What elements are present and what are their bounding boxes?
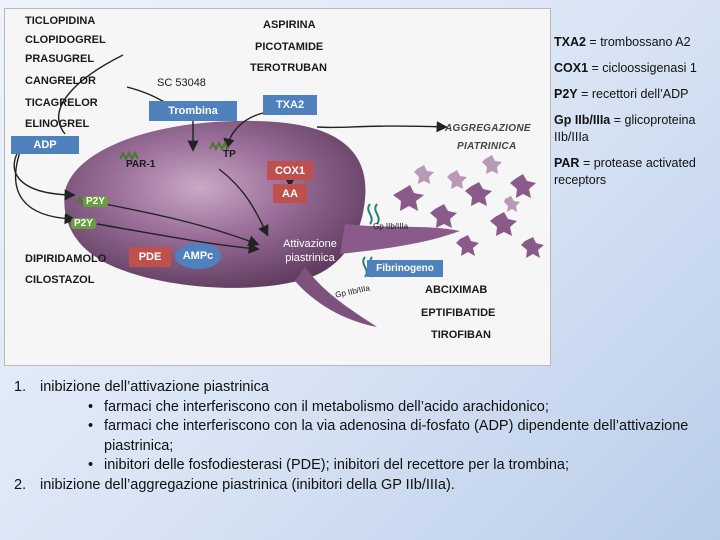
note-item-1: 1. inibizione dell’attivazione piastrini… xyxy=(14,378,714,398)
bullet-text: inibitori delle fosfodiesterasi (PDE); i… xyxy=(104,457,570,473)
note-text: inibizione dell’attivazione piastrinica xyxy=(40,379,269,395)
legend-text: = cicloossigenasi 1 xyxy=(588,61,697,75)
drug-tirofiban: TIROFIBAN xyxy=(431,329,491,341)
aggregated-platelets xyxy=(393,174,544,258)
legend-key: P2Y xyxy=(554,87,578,101)
bullet-symbol: • xyxy=(88,418,94,434)
drug-eptifibatide: EPTIFIBATIDE xyxy=(421,307,496,319)
note-item-2: 2. inibizione dell’aggregazione piastrin… xyxy=(14,476,714,496)
drug-dipiridamolo: DIPIRIDAMOLO xyxy=(25,253,107,265)
activation-label: Attivazione piastrinica xyxy=(255,237,365,265)
abbreviation-legend: TXA2 = trombossano A2 COX1 = cicloossige… xyxy=(554,34,716,198)
activation-label-line1: Attivazione xyxy=(283,238,337,250)
bullet-symbol: • xyxy=(88,398,94,415)
note-text: inibizione dell’aggregazione piastrinica… xyxy=(40,476,455,493)
legend-entry: Gp IIb/IIIa = glicoproteina IIb/IIIa xyxy=(554,112,716,146)
drug-aspirina: ASPIRINA xyxy=(263,19,316,31)
drug-elinogrel: ELINOGREL xyxy=(25,118,90,130)
activation-label-line2: piastrinica xyxy=(285,252,335,264)
par1-receptor: PAR-1 xyxy=(126,159,156,170)
legend-entry: PAR = protease activated receptors xyxy=(554,155,716,189)
bullet-text: farmaci che interferiscono con il metabo… xyxy=(104,398,549,415)
bullet-symbol: • xyxy=(88,457,94,473)
legend-text: = glicoproteina IIb/IIIa xyxy=(554,113,696,144)
note-number: 1. xyxy=(14,379,27,395)
gp-receptor-top: Gp IIb/IIIa xyxy=(373,222,409,231)
drug-sc-53048: SC 53048 xyxy=(157,77,206,89)
drug-terotruban: TEROTRUBAN xyxy=(250,62,327,74)
pathway-arrows xyxy=(13,112,448,254)
pathway-figure: TICLOPIDINA CLOPIDOGREL PRASUGREL CANGRE… xyxy=(4,8,551,366)
drug-prasugrel: PRASUGREL xyxy=(25,53,95,65)
legend-entry: COX1 = cicloossigenasi 1 xyxy=(554,60,716,77)
drug-picotamide: PICOTAMIDE xyxy=(255,41,324,53)
drug-abciximab: ABCIXIMAB xyxy=(425,284,488,296)
legend-entry: TXA2 = trombossano A2 xyxy=(554,34,716,51)
aggregation-label-line1: AGGREGAZIONE xyxy=(445,123,531,134)
drug-cilostazol: CILOSTAZOL xyxy=(25,274,95,286)
note-number: 2. xyxy=(14,476,27,493)
cox1-box: COX1 xyxy=(267,161,313,180)
bullet-text: farmaci che interferiscono con la via ad… xyxy=(104,418,689,454)
drug-cangrelor: CANGRELOR xyxy=(25,75,96,87)
legend-key: Gp IIb/IIIa xyxy=(554,113,611,127)
aggregation-label-line2: PIATRINICA xyxy=(457,141,517,152)
ampc-ellipse: AMPc xyxy=(175,243,221,269)
aa-box: AA xyxy=(273,184,307,203)
pde-box: PDE xyxy=(129,247,171,267)
legend-entry: P2Y = recettori dell’ADP xyxy=(554,86,716,103)
legend-key: TXA2 xyxy=(554,35,586,49)
drug-ticagrelor: TICAGRELOR xyxy=(25,97,98,109)
note-bullet: • farmaci che interferiscono con il meta… xyxy=(14,398,714,418)
legend-text: = recettori dell’ADP xyxy=(577,87,689,101)
p2y-receptor-1: P2Y xyxy=(83,196,108,207)
txa2-box: TXA2 xyxy=(263,95,317,115)
legend-text: = protease activated receptors xyxy=(554,156,696,187)
note-bullet: • inibitori delle fosfodiesterasi (PDE);… xyxy=(14,456,714,476)
p2y-receptor-2: P2Y xyxy=(71,218,96,229)
adp-box: ADP xyxy=(11,136,79,154)
legend-text: = trombossano A2 xyxy=(585,35,691,49)
trombina-box: Trombina xyxy=(149,101,237,121)
drug-clopidogrel: CLOPIDOGREL xyxy=(25,34,106,46)
fibrinogeno-box: Fibrinogeno xyxy=(367,260,443,277)
legend-key: PAR xyxy=(554,156,580,170)
legend-key: COX1 xyxy=(554,61,589,75)
tp-receptor: TP xyxy=(223,149,236,160)
note-bullet: • farmaci che interferiscono con la via … xyxy=(14,417,714,456)
drug-ticlopidina: TICLOPIDINA xyxy=(25,15,96,27)
notes-list: 1. inibizione dell’attivazione piastrini… xyxy=(14,378,714,495)
platelet-pseudopod xyxy=(295,267,377,327)
aggregated-platelets-light xyxy=(414,155,520,212)
platelet-pseudopod xyxy=(340,224,460,254)
